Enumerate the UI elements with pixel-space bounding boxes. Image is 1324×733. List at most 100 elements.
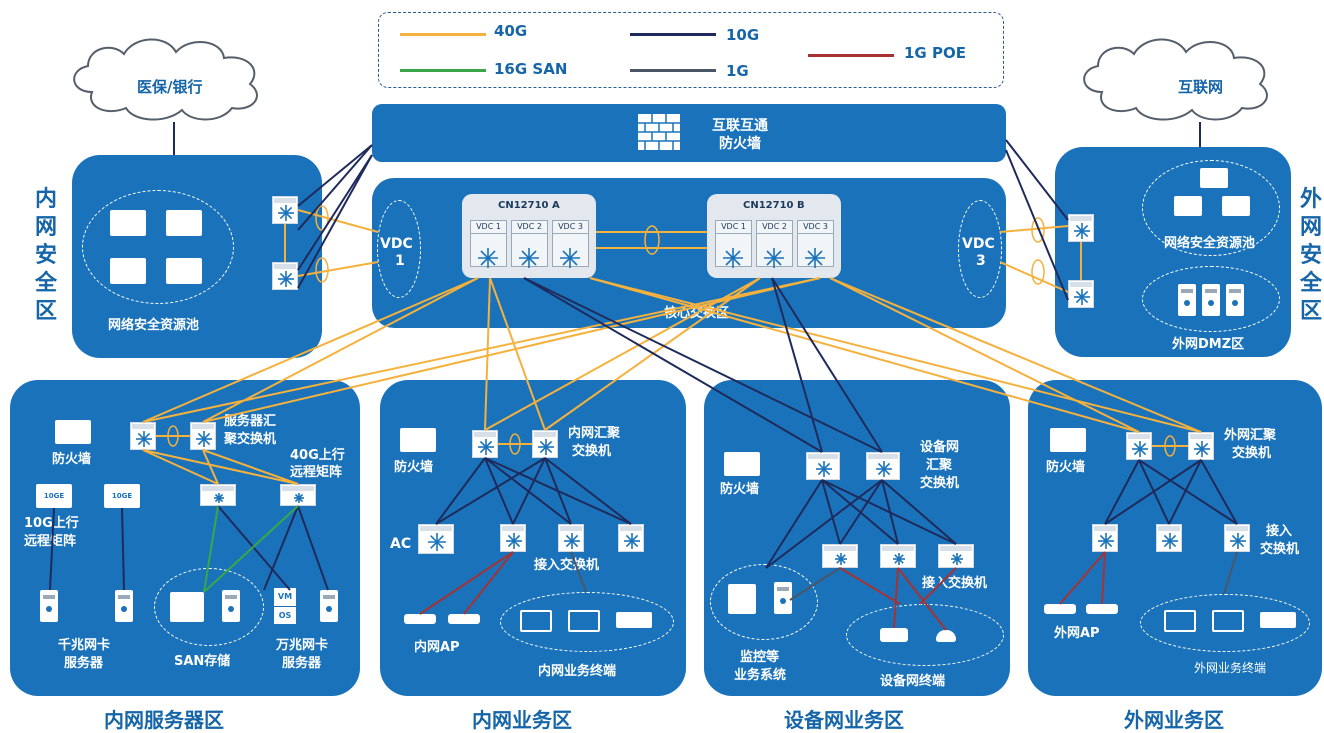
dmz-server-1 <box>1178 284 1196 316</box>
side-char: 外 <box>1299 187 1322 212</box>
side-char: 网 <box>34 215 57 240</box>
extranet-security-switch-1 <box>1068 214 1094 242</box>
chassis-a-vdc1: VDC 1 <box>470 220 507 267</box>
core-zone-label: 核心交换区 <box>664 306 730 321</box>
server-agg-switch-1 <box>130 422 156 450</box>
web-firewall-icon <box>1174 196 1202 216</box>
switch-icon <box>538 439 554 455</box>
chassis-a-title: CN12710 A <box>498 200 560 211</box>
switch-icon <box>278 205 294 221</box>
switch-icon <box>1230 533 1246 549</box>
intranet-terminals-oval <box>500 592 674 652</box>
nic-10ge-1: 10GE <box>36 484 72 508</box>
intranet-security-side-label: 内 网 安 全 区 <box>33 186 59 326</box>
gig-server-label-2: 服务器 <box>64 656 104 671</box>
intranet-access-switch-1 <box>500 524 526 552</box>
camera-icon <box>880 628 908 642</box>
legend-label-40g: 40G <box>494 22 528 40</box>
switch-icon <box>196 431 212 447</box>
switch-icon <box>1162 533 1178 549</box>
uplink-40g-switch-2 <box>280 484 316 506</box>
intranet-security-pool-label: 网络安全资源池 <box>108 318 200 333</box>
tengig-server-label-1: 万兆网卡 <box>276 638 329 653</box>
server-zone-title: 内网服务器区 <box>104 708 224 732</box>
server-agg-label-1: 服务器汇 <box>224 414 277 429</box>
chassis-a-vdc3: VDC 3 <box>552 220 589 267</box>
switch-icon <box>1098 533 1114 549</box>
intranet-security-switch-2 <box>272 262 298 290</box>
uplink-40g-label-2: 远程矩阵 <box>290 465 343 480</box>
legend-line-1gpoe <box>808 54 894 57</box>
intranet-terminals-label: 内网业务终端 <box>538 664 617 679</box>
extranet-security-switch-2 <box>1068 280 1094 308</box>
device-access-switch-label: 接入交换机 <box>922 576 988 591</box>
switch-icon <box>278 271 294 287</box>
intranet-ap-2 <box>448 614 480 624</box>
cloud-label-internet: 互联网 <box>1178 78 1224 96</box>
device-agg-label-2: 汇聚 <box>926 458 953 473</box>
device-terminals-oval <box>846 604 1004 666</box>
chassis-b-title: CN12710 B <box>743 200 805 211</box>
device-agg-switch-1 <box>806 452 840 480</box>
extranet-access-label-1: 接入 <box>1266 524 1293 539</box>
chassis-a-vdc2: VDC 2 <box>511 220 548 267</box>
switch-icon <box>893 553 905 565</box>
tengig-server-label-2: 服务器 <box>282 656 322 671</box>
dmz-server-2 <box>1202 284 1220 316</box>
extranet-agg-label-1: 外网汇聚 <box>1224 428 1277 443</box>
gig-server-1 <box>40 590 58 622</box>
chassis-b-vdc2-label: VDC 2 <box>757 221 792 234</box>
switch-icon <box>478 439 494 455</box>
vdc-right-label-2: 3 <box>976 253 986 269</box>
os-label: OS <box>278 611 292 620</box>
side-char: 区 <box>1299 299 1322 324</box>
switch-icon <box>294 493 304 503</box>
extranet-biz-firewall-label: 防火墙 <box>1046 460 1086 475</box>
device-access-switch-3 <box>938 544 974 568</box>
terminal-icon <box>1164 610 1196 632</box>
vdc-left-label-1: VDC <box>380 236 413 252</box>
intranet-ap-label: 内网AP <box>414 640 460 655</box>
uplink-40g-label-1: 40G上行 <box>290 448 345 463</box>
chassis-b-vdc1-label: VDC 1 <box>716 221 751 234</box>
side-char: 网 <box>1299 215 1322 240</box>
device-agg-switch-2 <box>866 452 900 480</box>
extranet-security-side-label: 外 网 安 全 区 <box>1298 186 1324 326</box>
firewall-icon <box>1200 168 1228 188</box>
extranet-access-switch-2 <box>1156 524 1182 552</box>
legend-line-40g <box>400 33 486 36</box>
storage-icon <box>728 584 756 614</box>
extranet-access-switch-3 <box>1224 524 1250 552</box>
extranet-security-pool-oval <box>1142 160 1280 256</box>
side-char: 全 <box>34 271 57 296</box>
legend-line-1g <box>630 69 716 72</box>
san-storage-server <box>222 590 240 622</box>
extranet-access-label-2: 交换机 <box>1260 542 1300 557</box>
intranet-agg-label-1: 内网汇聚 <box>568 426 621 441</box>
server-agg-label-2: 聚交换机 <box>224 432 277 447</box>
legend <box>378 12 1004 88</box>
chassis-a-vdc2-label: VDC 2 <box>512 221 547 234</box>
intranet-access-switch-3 <box>618 524 644 552</box>
dome-camera-icon <box>936 630 956 642</box>
security-gateway-icon <box>166 210 202 236</box>
terminal-icon <box>1212 610 1244 632</box>
intranet-security-pool-oval <box>82 190 234 304</box>
switch-icon <box>1132 441 1148 457</box>
switch-icon <box>1074 289 1090 305</box>
san-storage-label: SAN存储 <box>174 654 231 669</box>
cloud-left-shape <box>73 38 258 121</box>
chassis-a-vdc1-label: VDC 1 <box>471 221 506 234</box>
side-char: 内 <box>34 187 57 212</box>
extranet-agg-switch-1 <box>1126 432 1152 460</box>
web-firewall-icon <box>166 258 202 284</box>
firewall-icon <box>55 420 91 444</box>
intranet-biz-title: 内网业务区 <box>472 708 572 732</box>
intranet-access-switch-2 <box>558 524 584 552</box>
chassis-b-vdc3-label: VDC 3 <box>798 221 833 234</box>
intranet-agg-switch-1 <box>472 430 498 458</box>
terminal-icon <box>520 610 552 632</box>
switch-icon <box>136 431 152 447</box>
switch-icon <box>876 461 892 477</box>
